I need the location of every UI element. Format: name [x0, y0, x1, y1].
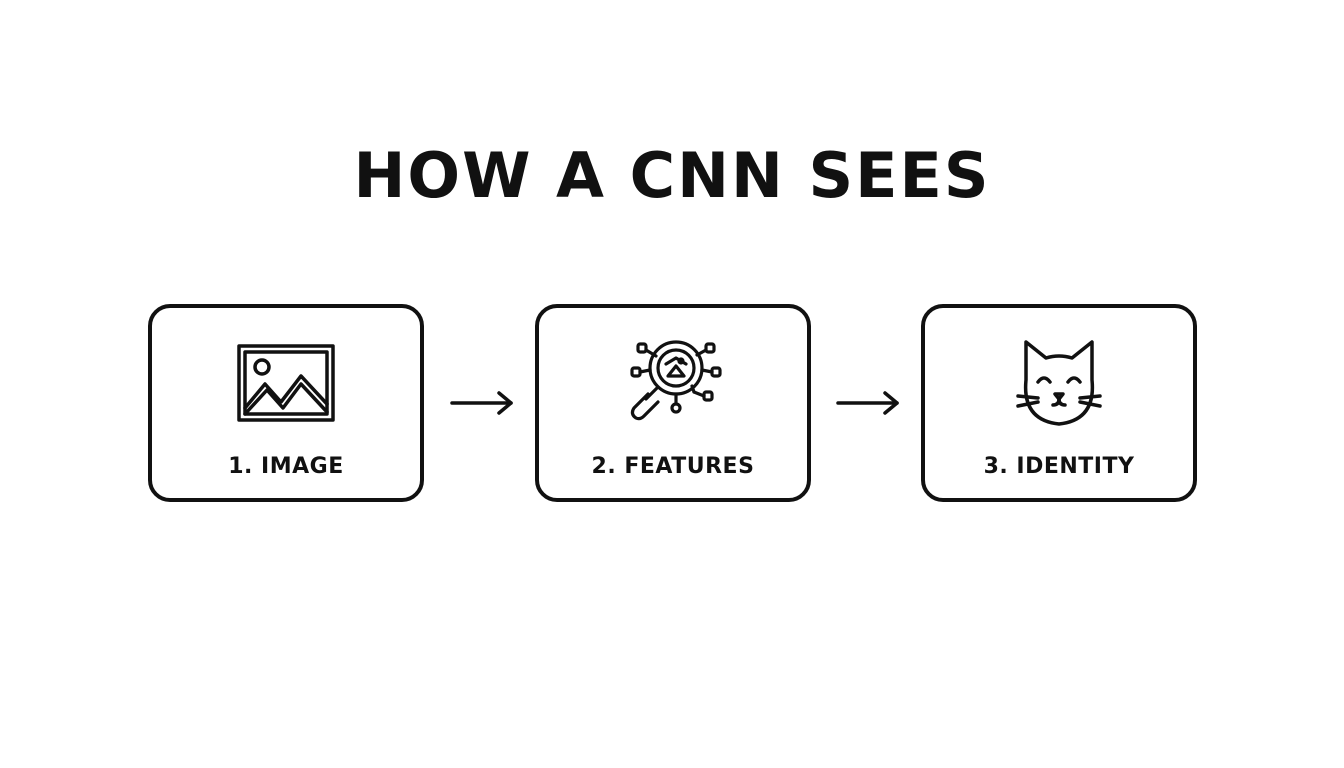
diagram-title: HOW A CNN SEES [353, 139, 991, 212]
step-label: 2. FEATURES [591, 454, 755, 479]
step-card-image: 1. IMAGE [148, 304, 424, 502]
feature-detection-icon [618, 334, 728, 430]
step-card-identity: 3. IDENTITY [921, 304, 1197, 502]
arrow-right-icon [449, 388, 515, 418]
cat-icon [1004, 334, 1114, 430]
image-icon [231, 334, 341, 430]
arrow-right-icon [835, 388, 901, 418]
step-label: 3. IDENTITY [983, 454, 1135, 479]
step-label: 1. IMAGE [228, 454, 344, 479]
step-card-features: 2. FEATURES [535, 304, 811, 502]
